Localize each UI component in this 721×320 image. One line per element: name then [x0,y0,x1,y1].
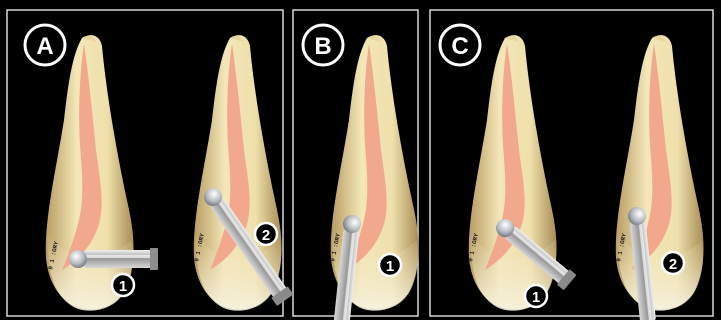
step-b1-badge: 1 [379,254,401,276]
step-a1-number: 1 [119,278,127,295]
step-a1-badge: 1 [112,274,134,296]
panel-b-badge: B [303,25,343,65]
step-b1-number: 1 [386,258,394,275]
panel-a-letter: A [36,33,53,60]
panel-b-letter: B [314,33,331,60]
step-c2-number: 2 [669,256,677,273]
panel-c-letter: C [451,33,468,60]
bur-a1-head [69,250,87,268]
step-c1-badge: 1 [525,285,547,307]
bur-a1 [69,248,158,270]
step-c2-badge: 2 [662,252,684,274]
step-a2-badge: 2 [255,223,277,245]
panel-a-badge: A [25,25,65,65]
panel-c-badge: C [440,25,480,65]
step-a2-number: 2 [262,227,270,244]
step-c1-number: 1 [532,289,540,306]
